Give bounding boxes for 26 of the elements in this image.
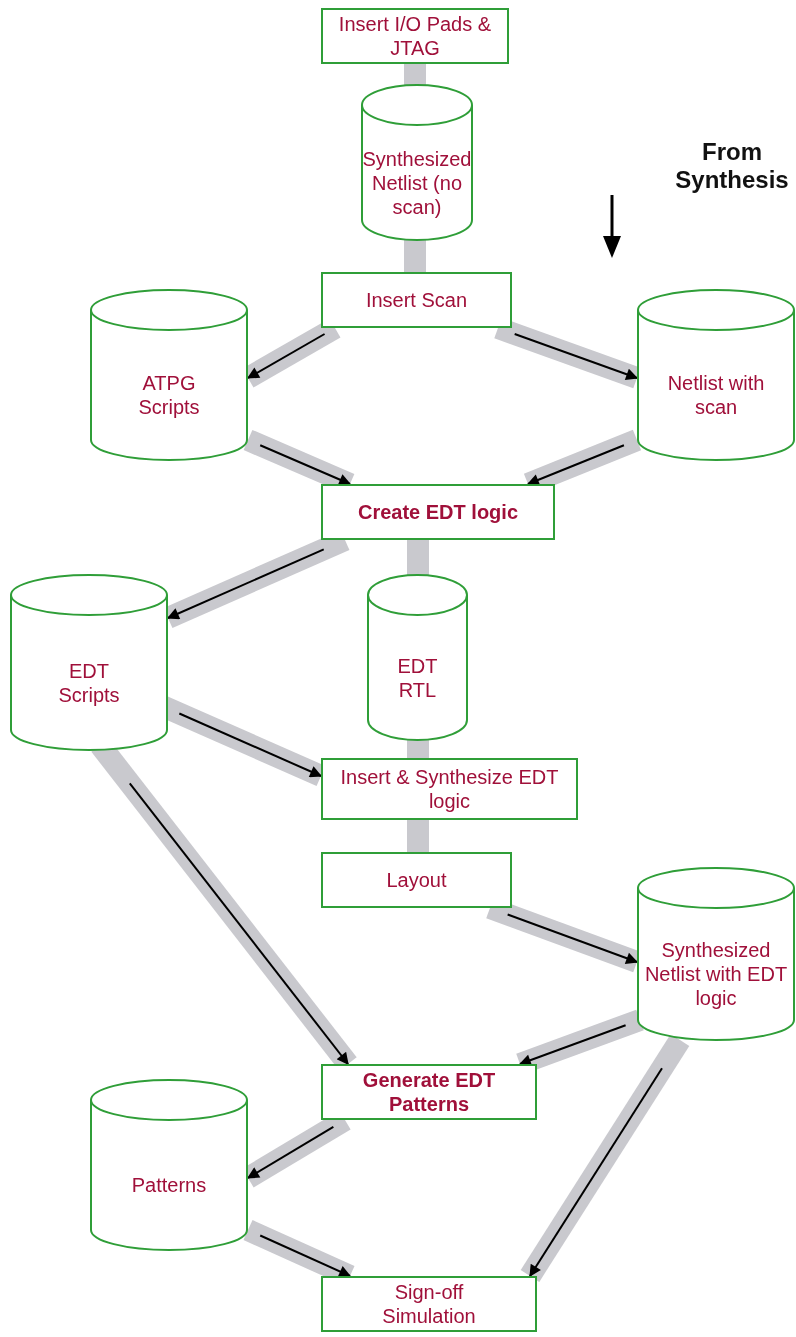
process-box <box>321 1064 537 1120</box>
process-box <box>321 272 512 328</box>
node-label: Insert & Synthesize EDT logic <box>339 765 560 813</box>
node-label: Sign-off Simulation <box>381 1280 477 1328</box>
node-label: Synthesized Netlist with EDT logic <box>643 938 789 1010</box>
node-label: EDT Scripts <box>57 658 121 707</box>
flow-band <box>404 238 426 272</box>
process-box <box>321 758 578 820</box>
process-box <box>321 852 512 908</box>
node-label: Netlist with scan <box>666 371 766 419</box>
flow-band <box>407 820 429 852</box>
node-label: EDT RTL <box>396 653 439 702</box>
node-label: Generate EDT Patterns <box>361 1068 497 1116</box>
process-box <box>321 8 509 64</box>
node-label: Layout <box>386 868 447 892</box>
flow-band <box>407 738 429 758</box>
node-label: Insert Scan <box>365 288 468 312</box>
node-label: ATPG Scripts <box>137 371 201 419</box>
node-label: Create EDT logic <box>357 500 518 524</box>
process-box <box>321 1276 537 1332</box>
process-box <box>321 484 555 540</box>
arrow <box>520 1034 690 1282</box>
node-label: Synthesized Netlist (no scan) <box>362 146 472 219</box>
node-label: Patterns <box>131 1173 207 1197</box>
node-label: Insert I/O Pads & JTAG <box>337 12 493 60</box>
note-text: From Synthesis <box>674 138 790 194</box>
